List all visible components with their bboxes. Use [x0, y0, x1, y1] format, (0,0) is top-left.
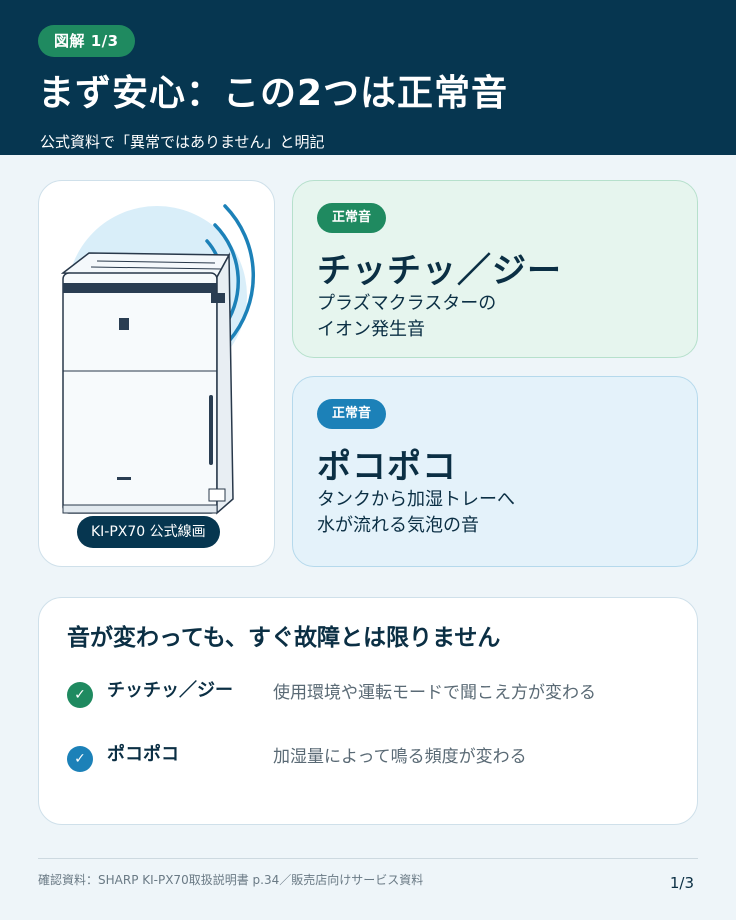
sound-name: ポコポコ	[317, 447, 457, 487]
normal-sound-tag: 正常音	[317, 399, 387, 429]
note-sound-name: チッチッ／ジー	[107, 680, 233, 701]
footer-divider	[38, 858, 698, 859]
step-badge: 図解 1/3	[38, 25, 135, 57]
header-banner: 図解 1/3 まず安心：この2つは正常音 公式資料で「異常ではありません」と明記	[0, 0, 736, 155]
product-caption: KI-PX70 公式線画	[77, 516, 220, 548]
sound-description: タンクから加湿トレーへ 水が流れる気泡の音	[317, 489, 515, 536]
sound-description: プラズマクラスターの イオン発生音	[317, 293, 497, 340]
note-row: ✓ ポコポコ 加湿量によって鳴る頻度が変わる	[67, 744, 687, 774]
air-purifier-icon	[60, 204, 255, 515]
check-icon: ✓	[67, 682, 93, 708]
page-subtitle: 公式資料で「異常ではありません」と明記	[40, 133, 325, 151]
product-card: KI-PX70 公式線画	[38, 180, 275, 567]
note-text: 加湿量によって鳴る頻度が変わる	[273, 747, 527, 767]
sound-card-bubble: 正常音 ポコポコ タンクから加湿トレーへ 水が流れる気泡の音	[292, 376, 698, 567]
note-sound-name: ポコポコ	[107, 744, 179, 765]
normal-sound-tag: 正常音	[317, 203, 387, 233]
footer-source: 確認資料：SHARP KI-PX70取扱説明書 p.34／販売店向けサービス資料	[38, 873, 424, 887]
sound-card-ion: 正常音 チッチッ／ジー プラズマクラスターの イオン発生音	[292, 180, 698, 358]
note-card: 音が変わっても、すぐ故障とは限りません ✓ チッチッ／ジー 使用環境や運転モード…	[38, 597, 698, 825]
note-title: 音が変わっても、すぐ故障とは限りません	[67, 625, 501, 651]
page-title: まず安心：この2つは正常音	[38, 73, 509, 114]
check-icon: ✓	[67, 746, 93, 772]
note-row: ✓ チッチッ／ジー 使用環境や運転モードで聞こえ方が変わる	[67, 680, 687, 710]
sound-name: チッチッ／ジー	[317, 251, 562, 291]
page-number: 1/3	[669, 874, 694, 892]
note-text: 使用環境や運転モードで聞こえ方が変わる	[273, 683, 596, 703]
